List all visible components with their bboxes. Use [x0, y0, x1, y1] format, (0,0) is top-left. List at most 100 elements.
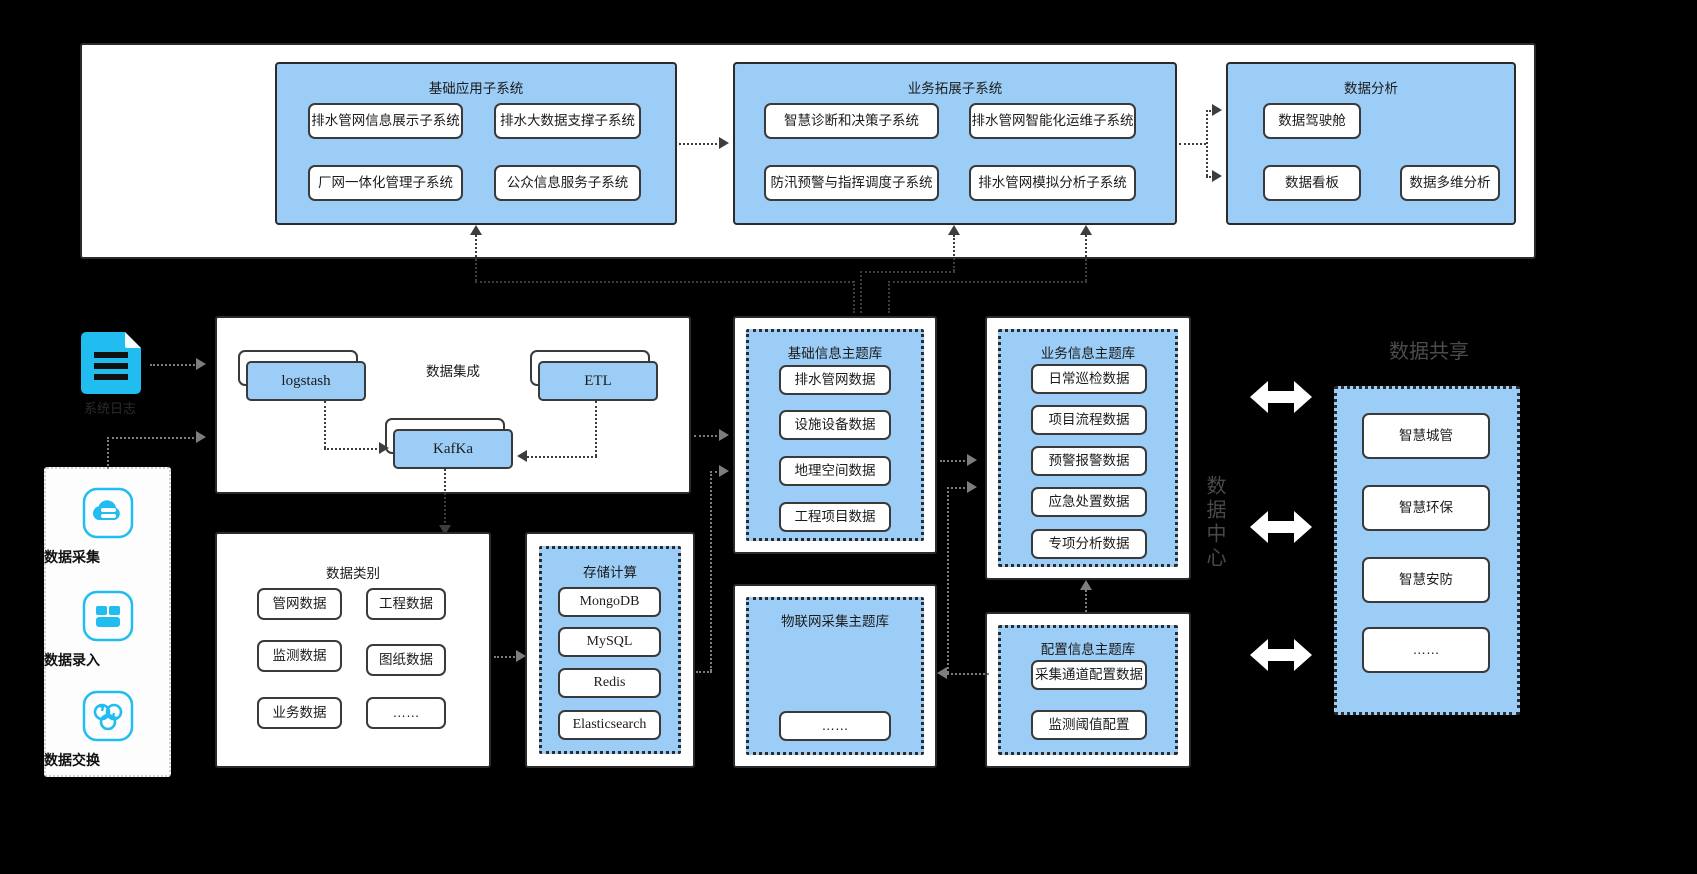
feed-line-into-group1-drop: [853, 281, 855, 313]
connector-etl-to-kafka-arrowhead: [517, 450, 527, 462]
connector-logstash-down: [324, 401, 326, 448]
connector-theme-basic-to-business: [940, 460, 969, 462]
app-box-public-info-service[interactable]: 公众信息服务子系统: [494, 165, 641, 201]
node-etl[interactable]: ETL: [538, 361, 658, 401]
category-box-drawing[interactable]: 图纸数据: [366, 644, 446, 676]
theme-box-facility-equipment-data[interactable]: 设施设备数据: [779, 410, 891, 440]
theme-box-project-process-data[interactable]: 项目流程数据: [1031, 405, 1147, 435]
category-box-more[interactable]: ……: [366, 697, 446, 729]
form-entry-icon: [82, 590, 133, 642]
connector-group2-to-group3-riser: [1206, 110, 1208, 176]
theme-box-collect-channel-config[interactable]: 采集通道配置数据: [1031, 660, 1147, 690]
connector-syslog-out: [150, 364, 198, 366]
double-arrow-bottom: [1248, 633, 1314, 682]
storage-box-redis[interactable]: Redis: [558, 668, 661, 698]
group-business-extension-title: 业务拓展子系统: [907, 81, 1003, 96]
rail-label-data-collection: 数据采集: [44, 549, 100, 565]
connector-rail-out: [107, 437, 198, 439]
exchange-icon: [82, 690, 133, 742]
theme-box-drainage-network-data[interactable]: 排水管网数据: [779, 365, 891, 395]
feed-arrow-into-group2b: [1080, 225, 1092, 235]
rail-item-data-entry[interactable]: 数据录入: [44, 590, 171, 670]
connector-category-to-storage-arrowhead: [516, 650, 526, 662]
category-box-engineering[interactable]: 工程数据: [366, 588, 446, 620]
storage-box-elasticsearch[interactable]: Elasticsearch: [558, 710, 661, 740]
app-box-drainage-smart-om[interactable]: 排水管网智能化运维子系统: [969, 103, 1136, 139]
app-box-data-dashboard[interactable]: 数据看板: [1263, 165, 1361, 201]
theme-lib-business-title: 业务信息主题库: [1040, 346, 1136, 361]
share-box-smart-environment[interactable]: 智慧环保: [1362, 485, 1490, 531]
app-box-data-multidim-analysis[interactable]: 数据多维分析: [1400, 165, 1500, 201]
connector-group2-to-group3-branch-up: [1206, 110, 1214, 112]
connector-integration-to-theme-basic: [694, 435, 721, 437]
app-box-flood-warning-dispatch[interactable]: 防汛预警与指挥调度子系统: [764, 165, 939, 201]
connector-category-to-storage: [494, 656, 518, 658]
system-log-label: 系统日志: [83, 401, 136, 416]
category-box-business[interactable]: 业务数据: [257, 697, 342, 729]
double-arrow-icon: [1250, 639, 1312, 671]
data-share-title: 数据共享: [1389, 341, 1469, 363]
feed-line-into-group2-vert: [953, 235, 955, 271]
connector-group1-to-group2-arrowhead: [719, 137, 729, 149]
data-integration-title: 数据集成: [426, 364, 480, 379]
double-arrow-middle: [1248, 505, 1314, 554]
app-box-data-cockpit[interactable]: 数据驾驶舱: [1263, 103, 1361, 139]
node-kafka[interactable]: KafKa: [393, 429, 513, 469]
app-box-smart-diagnosis-decision[interactable]: 智慧诊断和决策子系统: [764, 103, 939, 139]
connector-riser-business-arrowhead: [967, 481, 977, 493]
rail-label-data-exchange: 数据交换: [44, 752, 100, 768]
app-box-plant-network-integrated-mgmt[interactable]: 厂网一体化管理子系统: [308, 165, 463, 201]
double-arrow-icon: [1250, 511, 1312, 543]
connector-syslog-out-arrowhead: [196, 358, 206, 370]
connector-rail-out-arrowhead: [196, 431, 206, 443]
connector-storage-riser: [710, 471, 712, 671]
app-box-drainage-simulation-analysis[interactable]: 排水管网模拟分析子系统: [969, 165, 1136, 201]
share-box-more[interactable]: ……: [1362, 627, 1490, 673]
rail-item-data-exchange[interactable]: 数据交换: [44, 690, 171, 770]
node-logstash[interactable]: logstash: [246, 361, 366, 401]
theme-box-special-analysis-data[interactable]: 专项分析数据: [1031, 529, 1147, 559]
connector-group1-to-group2: [679, 143, 721, 145]
storage-box-mongodb[interactable]: MongoDB: [558, 587, 661, 617]
theme-box-warning-alarm-data[interactable]: 预警报警数据: [1031, 446, 1147, 476]
connector-group3-arrowhead-lower: [1212, 170, 1222, 182]
share-box-smart-city-mgmt[interactable]: 智慧城管: [1362, 413, 1490, 459]
theme-lib-iot-title: 物联网采集主题库: [781, 614, 889, 629]
connector-config-to-iot: [947, 673, 989, 675]
theme-box-monitor-threshold-config[interactable]: 监测阈值配置: [1031, 710, 1147, 740]
connector-riser-to-theme-basic: [710, 471, 721, 473]
connector-config-up: [1085, 590, 1087, 612]
theme-box-geospatial-data[interactable]: 地理空间数据: [779, 456, 891, 486]
connector-iot-riser: [947, 487, 949, 673]
storage-compute-title: 存储计算: [583, 565, 637, 580]
feed-line-into-group2-drop: [860, 271, 862, 313]
system-log-icon-group: [73, 330, 145, 405]
connector-storage-to-riser: [696, 671, 712, 673]
rail-item-data-collection[interactable]: 数据采集: [44, 487, 171, 567]
theme-box-engineering-project-data[interactable]: 工程项目数据: [779, 502, 891, 532]
connector-rail-riser: [107, 437, 109, 469]
connector-kafka-down: [444, 469, 446, 527]
theme-box-iot-more[interactable]: ……: [779, 711, 891, 741]
connector-config-up-arrowhead: [1080, 580, 1092, 590]
feed-line-into-group2b-drop: [888, 281, 890, 313]
connector-logstash-to-kafka-arrowhead: [379, 442, 389, 454]
connector-group3-arrowhead-upper: [1212, 104, 1222, 116]
connector-config-to-iot-arrowhead: [937, 667, 947, 679]
storage-box-mysql[interactable]: MySQL: [558, 627, 661, 657]
category-box-pipe-network[interactable]: 管网数据: [257, 588, 342, 620]
feed-line-into-group2b-vert: [1085, 235, 1087, 281]
theme-lib-basic-title: 基础信息主题库: [787, 346, 883, 361]
system-log-icon: [81, 332, 141, 394]
connector-etl-down: [595, 401, 597, 456]
feed-arrow-into-group2: [948, 225, 960, 235]
theme-box-emergency-response-data[interactable]: 应急处置数据: [1031, 487, 1147, 517]
connector-theme-basic-to-business-arrowhead: [967, 454, 977, 466]
share-box-smart-security[interactable]: 智慧安防: [1362, 557, 1490, 603]
theme-box-daily-inspection-data[interactable]: 日常巡检数据: [1031, 364, 1147, 394]
feed-line-into-group1-vert: [475, 235, 477, 281]
cloud-database-icon: [82, 487, 133, 539]
app-box-drainage-info-display[interactable]: 排水管网信息展示子系统: [308, 103, 463, 139]
app-box-drainage-bigdata-support[interactable]: 排水大数据支撑子系统: [494, 103, 641, 139]
category-box-monitoring[interactable]: 监测数据: [257, 640, 342, 672]
